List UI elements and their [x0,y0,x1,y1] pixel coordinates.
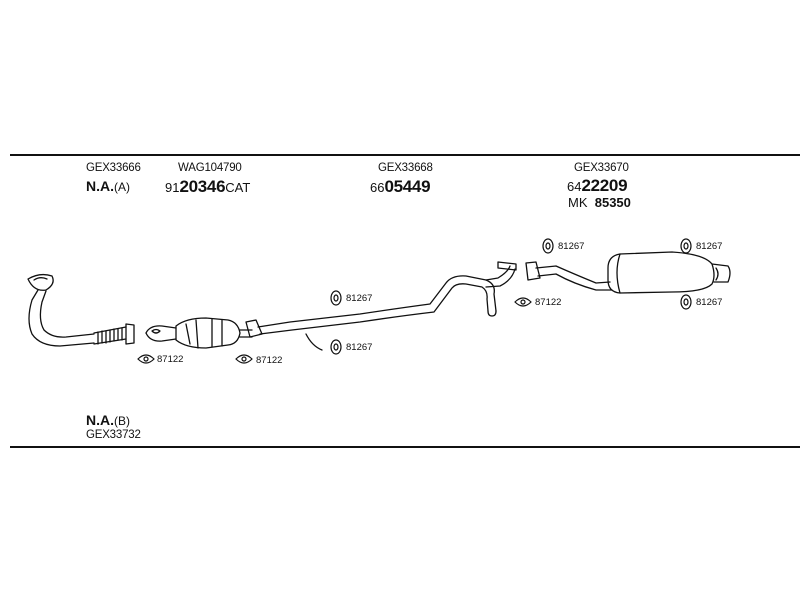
pn-suffix: CAT [225,180,251,195]
top-rule [10,154,800,156]
part-code-front-pipe: GEX33666 [86,162,141,174]
mk-value: 85350 [594,195,631,210]
part-number-catalyst: 9120346CAT [165,178,250,196]
catalytic-converter [145,317,253,349]
na-label-a: N.A.(A) [86,179,130,195]
na-text: N.A. [86,412,114,428]
na-suffix: (A) [114,180,130,194]
callout-mount-rear-right-lower: 81267 [696,297,723,308]
clamp-icon [235,354,253,364]
callout-clamp-catalyst: 87122 [256,355,283,366]
pn-prefix: 66 [370,180,385,195]
rubber-mount-icon [680,294,692,310]
part-code-middle-pipe: GEX33668 [378,162,433,174]
part-code-catalyst: WAG104790 [178,162,242,174]
pn-main: 22209 [581,176,628,195]
pn-main: 05449 [384,177,431,196]
rear-silencer [525,251,731,294]
rubber-mount-icon [542,238,554,254]
callout-clamp-front: 87122 [157,354,184,365]
pn-prefix: 64 [567,179,582,194]
rubber-mount-icon [680,238,692,254]
na-suffix: (B) [114,414,130,428]
clamp-icon [514,297,532,307]
na-label-b: N.A.(B) [86,413,130,429]
rubber-mount-icon [330,290,342,306]
part-code-bottom: GEX33732 [86,429,141,441]
callout-clamp-rear: 87122 [535,297,562,308]
part-number-rear-silencer: 6422209 [567,176,628,195]
pn-main: 20346 [179,177,226,196]
clamp-icon [137,354,155,364]
pn-prefix: 91 [165,180,180,195]
callout-mount-middle-upper: 81267 [346,293,373,304]
bottom-rule [10,446,800,448]
callout-symbols [137,238,692,364]
mk-prefix: MK [568,195,588,210]
callout-mount-middle-lower: 81267 [346,342,373,353]
callout-mount-rear-left: 81267 [558,241,585,252]
mounting-kit-label: MK 85350 [568,196,631,209]
front-pipe [27,273,135,347]
part-number-middle-pipe: 6605449 [370,177,431,196]
rubber-mount-icon [330,339,342,355]
na-text: N.A. [86,178,114,194]
callout-mount-rear-right-upper: 81267 [696,241,723,252]
part-code-rear-silencer: GEX33670 [574,162,629,174]
middle-pipe [245,261,517,351]
